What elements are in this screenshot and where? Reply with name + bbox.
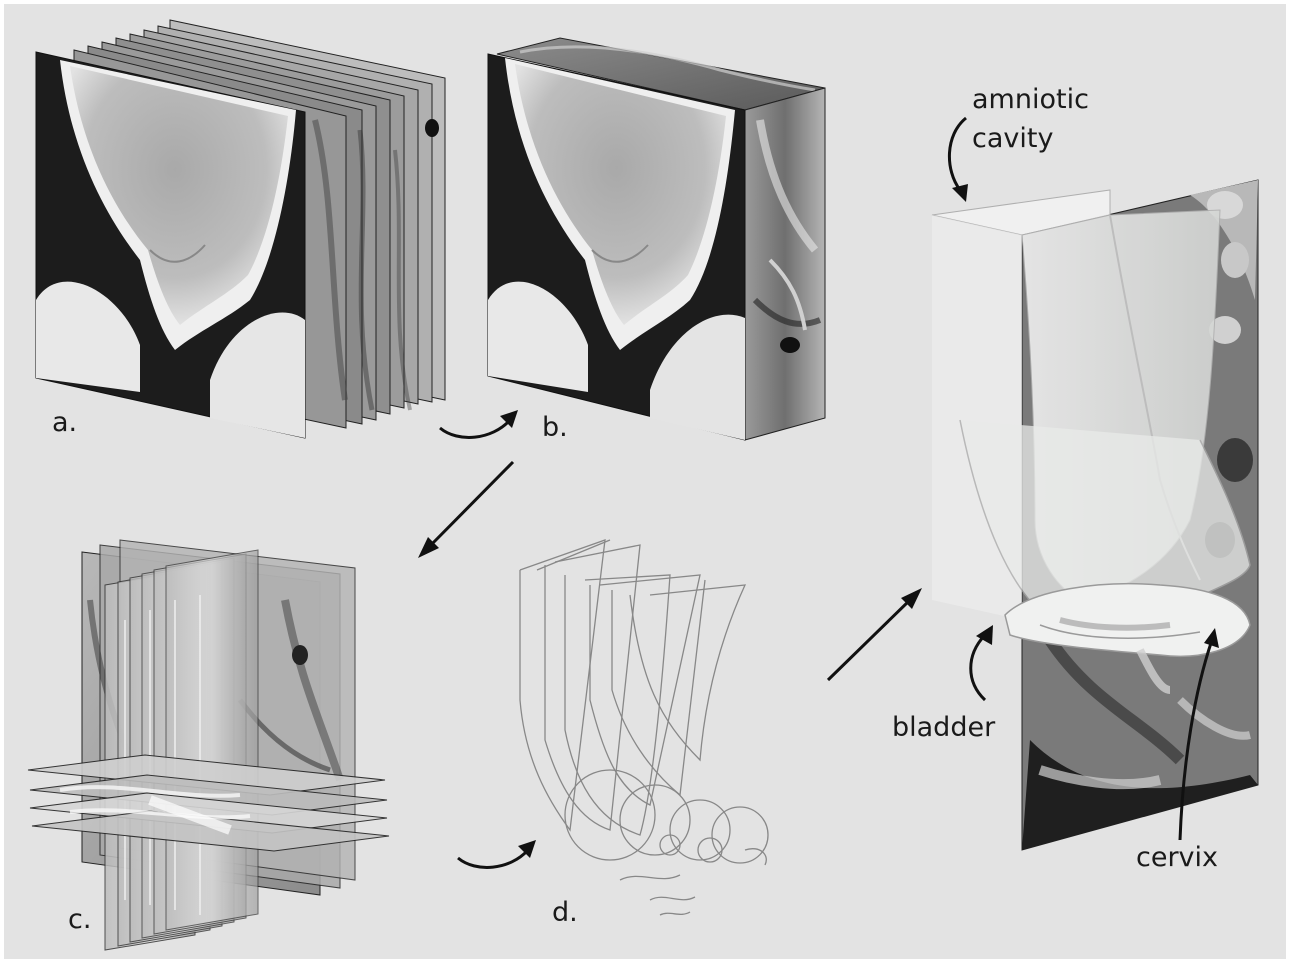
cavity-label: cavity	[972, 124, 1053, 154]
amniotic-label: amniotic	[972, 85, 1089, 115]
panel-a-slice-stack	[36, 20, 445, 438]
panel-b-label: b.	[542, 413, 568, 443]
panel-a-label: a.	[52, 408, 77, 438]
panel-b-volume	[488, 38, 825, 440]
bladder-label: bladder	[892, 713, 995, 743]
panel-c-label: c.	[68, 905, 91, 935]
panel-d-label: d.	[552, 898, 578, 928]
cervix-label: cervix	[1136, 843, 1218, 873]
